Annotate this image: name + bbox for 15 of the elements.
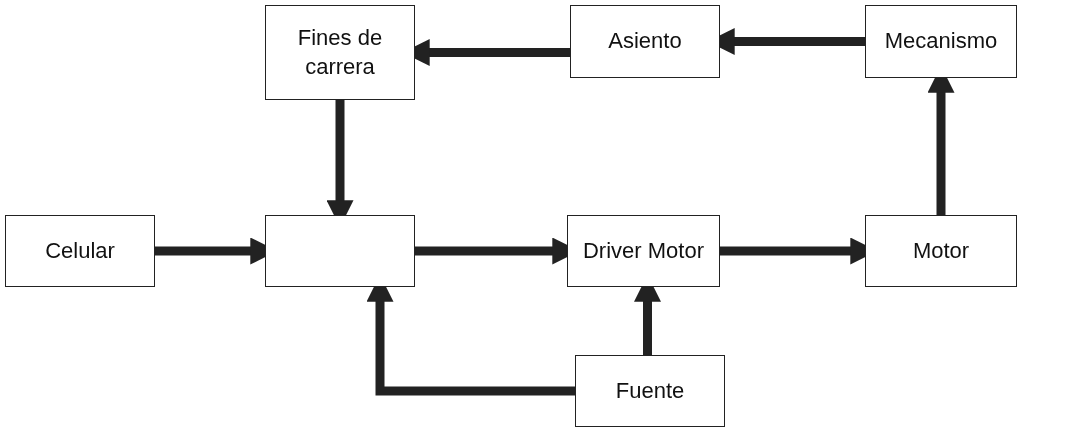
box-label: Motor bbox=[912, 236, 970, 265]
box-label: Mecanismo bbox=[884, 27, 998, 56]
box-label: Celular bbox=[45, 236, 115, 265]
box-label: Driver Motor bbox=[583, 236, 704, 265]
box-label: Asiento bbox=[608, 27, 682, 56]
process-box bbox=[5, 215, 155, 287]
process-box bbox=[575, 355, 725, 427]
process-box bbox=[865, 5, 1017, 78]
process-box bbox=[567, 215, 720, 287]
empty-box bbox=[265, 215, 415, 287]
box-label: Fuente bbox=[615, 376, 685, 405]
process-box bbox=[865, 215, 1017, 287]
box-label: Fines de carrera bbox=[296, 23, 384, 81]
process-box bbox=[265, 5, 415, 100]
process-box bbox=[570, 5, 720, 78]
